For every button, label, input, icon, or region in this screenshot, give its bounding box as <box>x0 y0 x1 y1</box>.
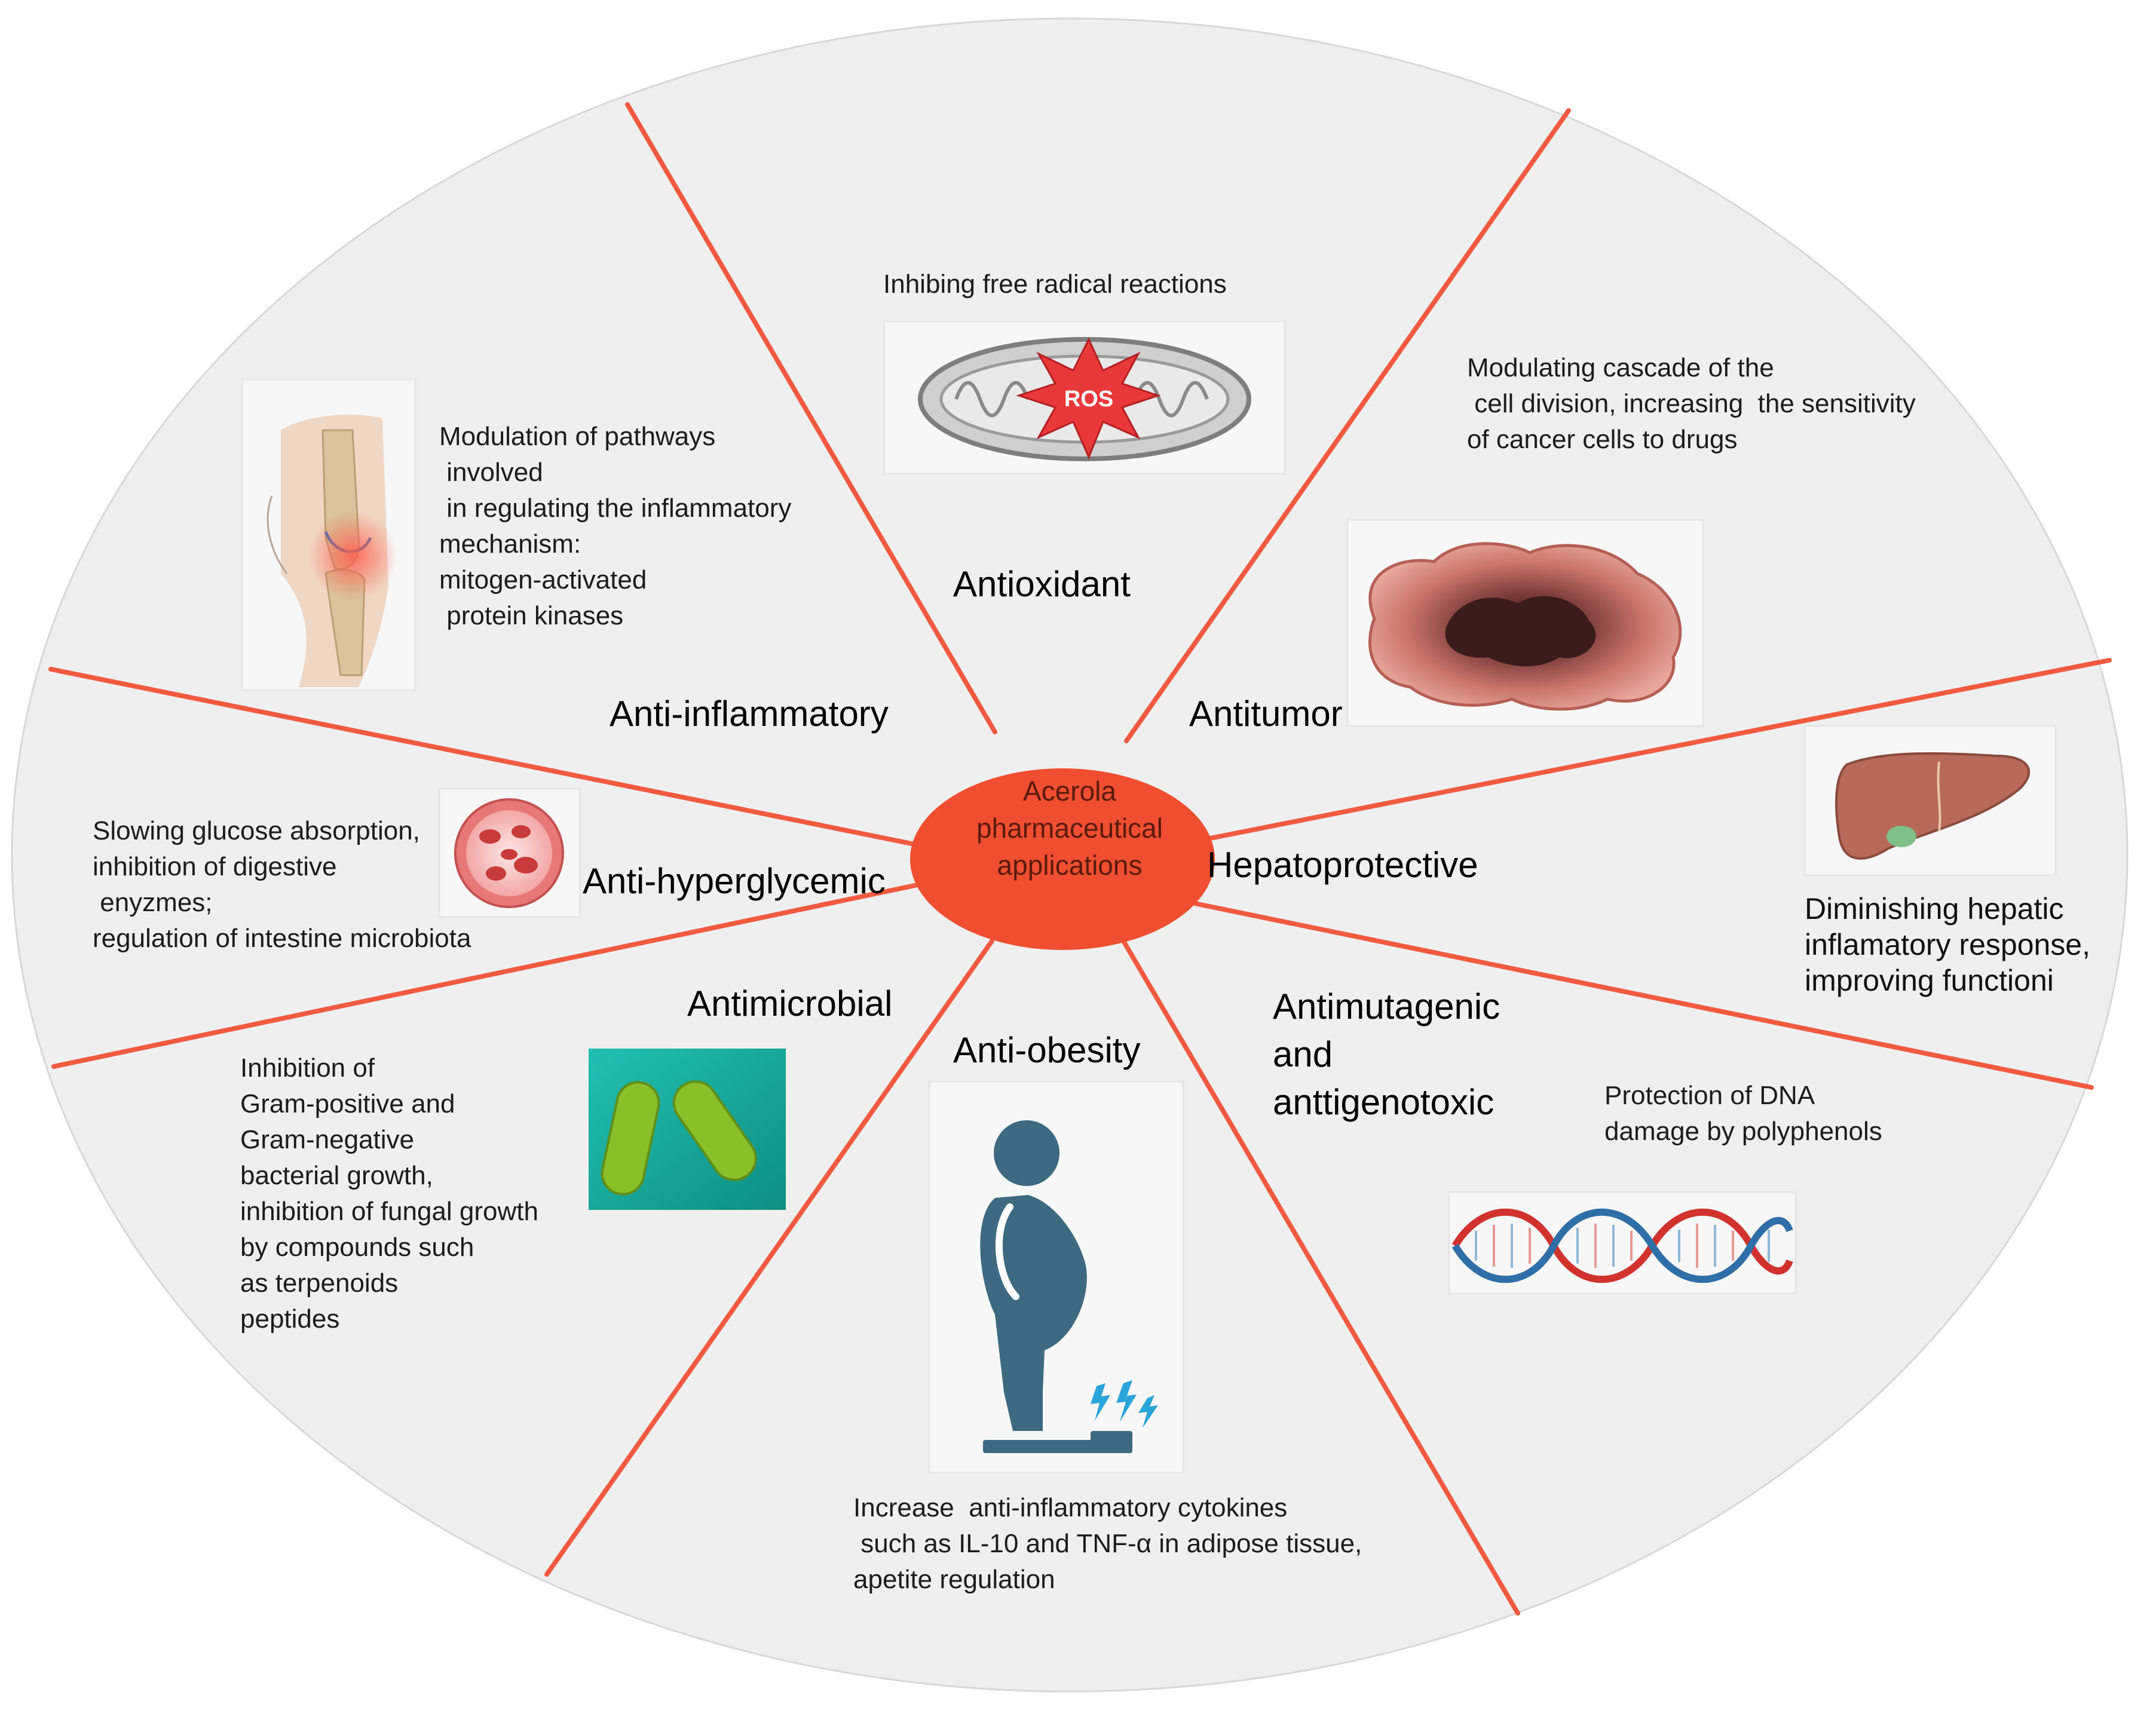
ros-label: ROS <box>1064 387 1113 412</box>
anti-obesity-label: Anti-obesity <box>953 1030 1140 1070</box>
center-hub: Acerola pharmaceutical applications <box>910 768 1215 950</box>
anti-inflammatory-description-line: mechanism: <box>439 529 581 559</box>
anti-inflammatory-description-line: mitogen-activated <box>439 565 647 594</box>
divider-lines <box>48 102 2112 1616</box>
divider-line <box>544 939 994 1577</box>
anti-hyperglycemic-description-line: Slowing glucose absorption, <box>93 816 420 845</box>
liver-icon <box>1803 725 2057 877</box>
anti-hyperglycemic-description-line: inhibition of digestive <box>93 852 336 881</box>
antimicrobial-description-line: bacterial growth, <box>240 1161 433 1190</box>
knee-joint-icon <box>241 378 416 691</box>
antioxidant-label: Antioxidant <box>953 564 1131 604</box>
hepatoprotective-description-line: Diminishing hepatic <box>1805 892 2064 926</box>
anti-inflammatory-description-line: in regulating the inflammatory <box>439 494 791 523</box>
segment-antioxidant: Inhibing free radical reactions ROS Anti… <box>883 269 1286 604</box>
dna-rungs <box>1475 1224 1770 1268</box>
blood-vessel-icon <box>438 787 581 918</box>
antimicrobial-description-line: Gram-negative <box>240 1125 414 1154</box>
anti-inflammatory-description-line: involved <box>439 458 543 487</box>
divider-line <box>48 667 923 848</box>
center-label-line-2: pharmaceutical <box>976 813 1163 844</box>
antitumor-label: Antitumor <box>1189 694 1343 734</box>
center-label-line-1: Acerola <box>1023 776 1116 807</box>
anti-hyperglycemic-label: Anti-hyperglycemic <box>583 861 886 901</box>
hepatoprotective-description-line: improving functioni <box>1805 964 2054 997</box>
anti-inflammatory-description-line: Modulation of pathways <box>439 422 715 451</box>
segment-anti-hyperglycemic: Slowing glucose absorption, inhibition o… <box>93 787 886 953</box>
obesity-scale-icon <box>928 1080 1184 1474</box>
anti-obesity-description-line: apetite regulation <box>853 1565 1055 1594</box>
antimutagenic-label-line: anttigenotoxic <box>1273 1082 1494 1122</box>
antimicrobial-description-line: inhibition of fungal growth <box>240 1197 538 1226</box>
segment-anti-inflammatory: Modulation of pathways involved in regul… <box>241 378 889 734</box>
anti-hyperglycemic-description-line: enyzmes; <box>93 888 213 917</box>
antitumor-description-line: of cancer cells to drugs <box>1467 425 1737 454</box>
anti-obesity-description-line: such as IL-10 and TNF-α in adipose tissu… <box>853 1529 1362 1558</box>
dna-icon <box>1448 1191 1797 1295</box>
divider-line <box>1172 897 2094 1090</box>
divider-line <box>625 102 997 734</box>
segment-antimutagenic: Antimutagenic and anttigenotoxic Protect… <box>1273 986 1882 1295</box>
antioxidant-description-line: Inhibing free radical reactions <box>883 269 1227 299</box>
hepatoprotective-label: Hepatoprotective <box>1207 845 1478 885</box>
segment-antitumor: Modulating cascade of the cell division,… <box>1189 353 1916 734</box>
bacteria-icon <box>589 1049 786 1210</box>
divider-line <box>1187 658 2112 845</box>
anti-hyperglycemic-description-line: regulation of intestine microbiota <box>93 924 471 953</box>
antimicrobial-description-line: as terpenoids <box>240 1268 398 1298</box>
antimutagenic-description-line: Protection of DNA <box>1604 1081 1815 1110</box>
center-label-line-3: applications <box>997 850 1143 881</box>
antimicrobial-description-line: Inhibition of <box>240 1053 375 1083</box>
divider-line <box>1124 108 1571 743</box>
segment-anti-obesity: Anti-obesity Increase anti-inflammatory … <box>853 1030 1362 1594</box>
segment-antimicrobial: Antimicrobial Inhibition of Gram-positiv… <box>240 983 892 1334</box>
antimicrobial-description-line: peptides <box>240 1304 339 1334</box>
tumor-icon <box>1346 519 1704 727</box>
mitochondria-ros-icon: ROS <box>883 320 1286 475</box>
antimutagenic-description-line: damage by polyphenols <box>1604 1117 1882 1146</box>
antimicrobial-label: Antimicrobial <box>687 983 892 1023</box>
antimutagenic-label-line: and <box>1273 1034 1333 1074</box>
antitumor-description-line: cell division, increasing the sensitivit… <box>1467 389 1916 418</box>
anti-inflammatory-label: Anti-inflammatory <box>610 694 889 734</box>
segment-hepatoprotective: Hepatoprotective Diminishing hepatic inf… <box>1207 725 2090 997</box>
antimutagenic-label-line: Antimutagenic <box>1273 986 1500 1026</box>
divider-line <box>51 882 923 1069</box>
antitumor-description-line: Modulating cascade of the <box>1467 353 1774 382</box>
hepatoprotective-description-line: inflamatory response, <box>1805 928 2090 961</box>
anti-obesity-description-line: Increase anti-inflammatory cytokines <box>853 1493 1287 1522</box>
divider-line <box>1121 939 1520 1616</box>
antimicrobial-description-line: by compounds such <box>240 1233 474 1262</box>
antimicrobial-description-line: Gram-positive and <box>240 1089 455 1118</box>
center-ellipse <box>910 768 1215 950</box>
anti-inflammatory-description-line: protein kinases <box>439 601 623 630</box>
